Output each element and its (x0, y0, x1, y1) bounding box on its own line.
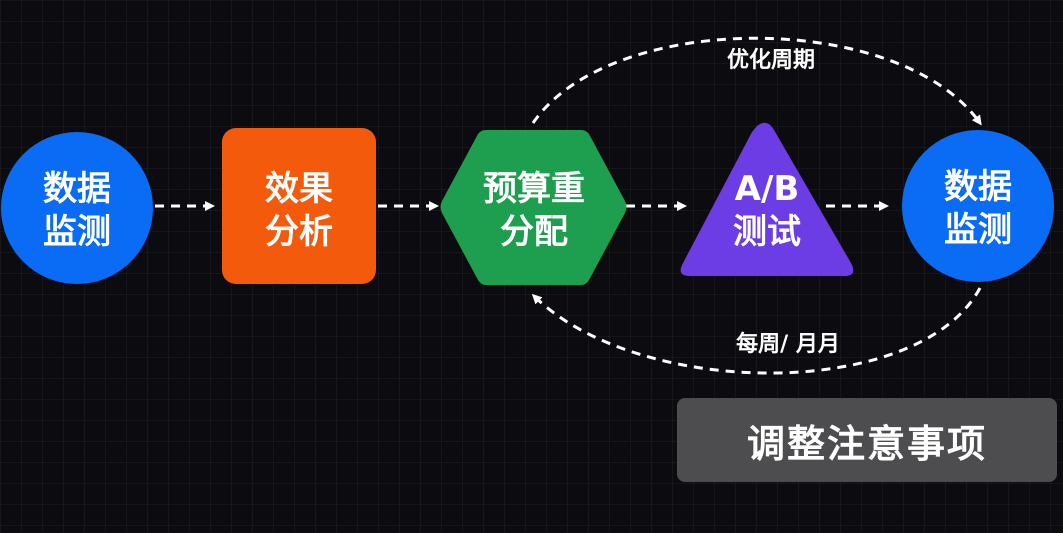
node-effect-analysis-line1: 效果 (265, 169, 333, 209)
node-effect-analysis-line2: 分析 (265, 212, 333, 252)
top-loop-label: 优化周期 (727, 47, 815, 73)
bottom-loop-label: 每周/ 月月 (736, 331, 840, 357)
node-ab-test-line2: 测试 (733, 212, 801, 252)
node-data-monitor-end-line1: 数据 (944, 167, 1012, 207)
edge-bottom-loop (531, 287, 982, 375)
node-data-monitor-start: 数据 监测 (1, 132, 153, 284)
node-data-monitor-end-line2: 监测 (944, 210, 1012, 250)
node-data-monitor-start-line2: 监测 (43, 212, 111, 252)
edge-top-loop (531, 36, 982, 126)
adjustment-notes-button[interactable]: 调整注意事项 (677, 398, 1057, 482)
node-data-monitor-end: 数据 监测 (902, 130, 1054, 282)
node-budget-reallocation-line2: 分配 (500, 212, 568, 252)
node-budget-reallocation: 预算重 分配 (440, 130, 627, 285)
node-ab-test: A/B 测试 (680, 122, 854, 276)
node-budget-reallocation-line1: 预算重 (483, 169, 585, 209)
node-effect-analysis: 效果 分析 (222, 128, 376, 284)
node-ab-test-line1: A/B (735, 169, 800, 209)
node-data-monitor-start-line1: 数据 (43, 169, 111, 209)
